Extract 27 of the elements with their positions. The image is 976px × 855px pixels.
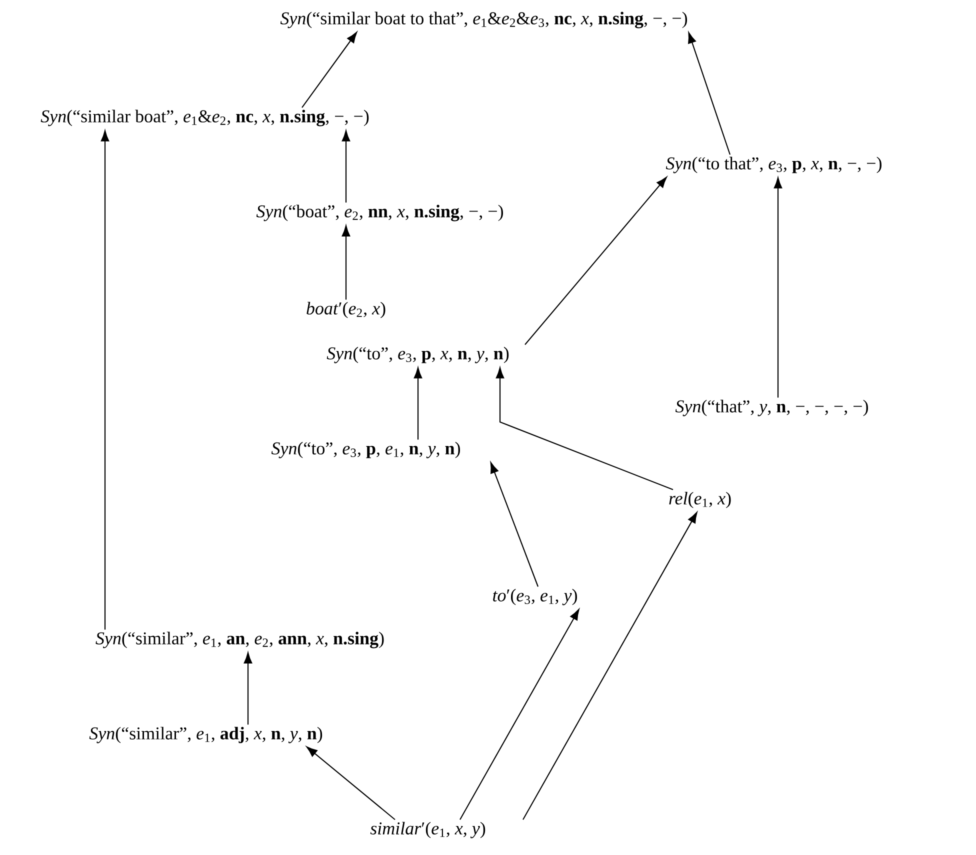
arrow [490,462,539,587]
expression-text: boat′(e$_{2}$, x) [306,302,386,318]
expression-text: to′(e$_{3}$, e$_{1}$, y) [493,588,577,606]
expression-text: Syn(“similar boat to that”, e$_{1}$&e$_{2}$&e$_{3}$, nc, x, n.sing, −, −) [280,12,688,28]
expression-text: Syn(“similar boat”, e$_{1}$&e$_{2}$, nc, x, n.sing, −, −) [40,110,369,126]
expression-text: Syn(“to”, e$_{3}$, p, x, n, y, n) [326,346,509,364]
expression-text: Syn(“to that”, e$_{3}$, p, x, n, −, −) [666,156,882,174]
expression-text: Syn(“similar”, e$_{1}$, adj, x, n, y, n) [89,726,322,744]
arrow [774,177,782,398]
expression-text: Syn(“that”, y, n, −, −, −, −) [675,400,868,416]
expression-text: rel(e$_{1}$, x) [669,492,731,508]
arrow [342,225,350,300]
arrow [302,32,358,108]
expression-text: Syn(“boat”, e$_{2}$, nn, x, n.sing, −, −) [256,204,503,222]
arrow [342,130,350,203]
expression-text: similar′(e$_{1}$, x, y) [370,822,486,838]
arrow [244,652,252,725]
arrow [414,367,422,440]
arrow [688,32,731,155]
arrow [524,176,667,345]
arrow [496,367,674,490]
arrow [100,130,110,630]
expression-text: Syn(“similar”, e$_{1}$, an, e$_{2}$, ann, x, n.sing) [96,632,384,648]
arrow [460,608,580,820]
expression-text: Syn(“to”, e$_{3}$, p, e$_{1}$, n, y, n) [271,442,460,458]
arrow [522,512,698,820]
arrow [306,746,396,820]
